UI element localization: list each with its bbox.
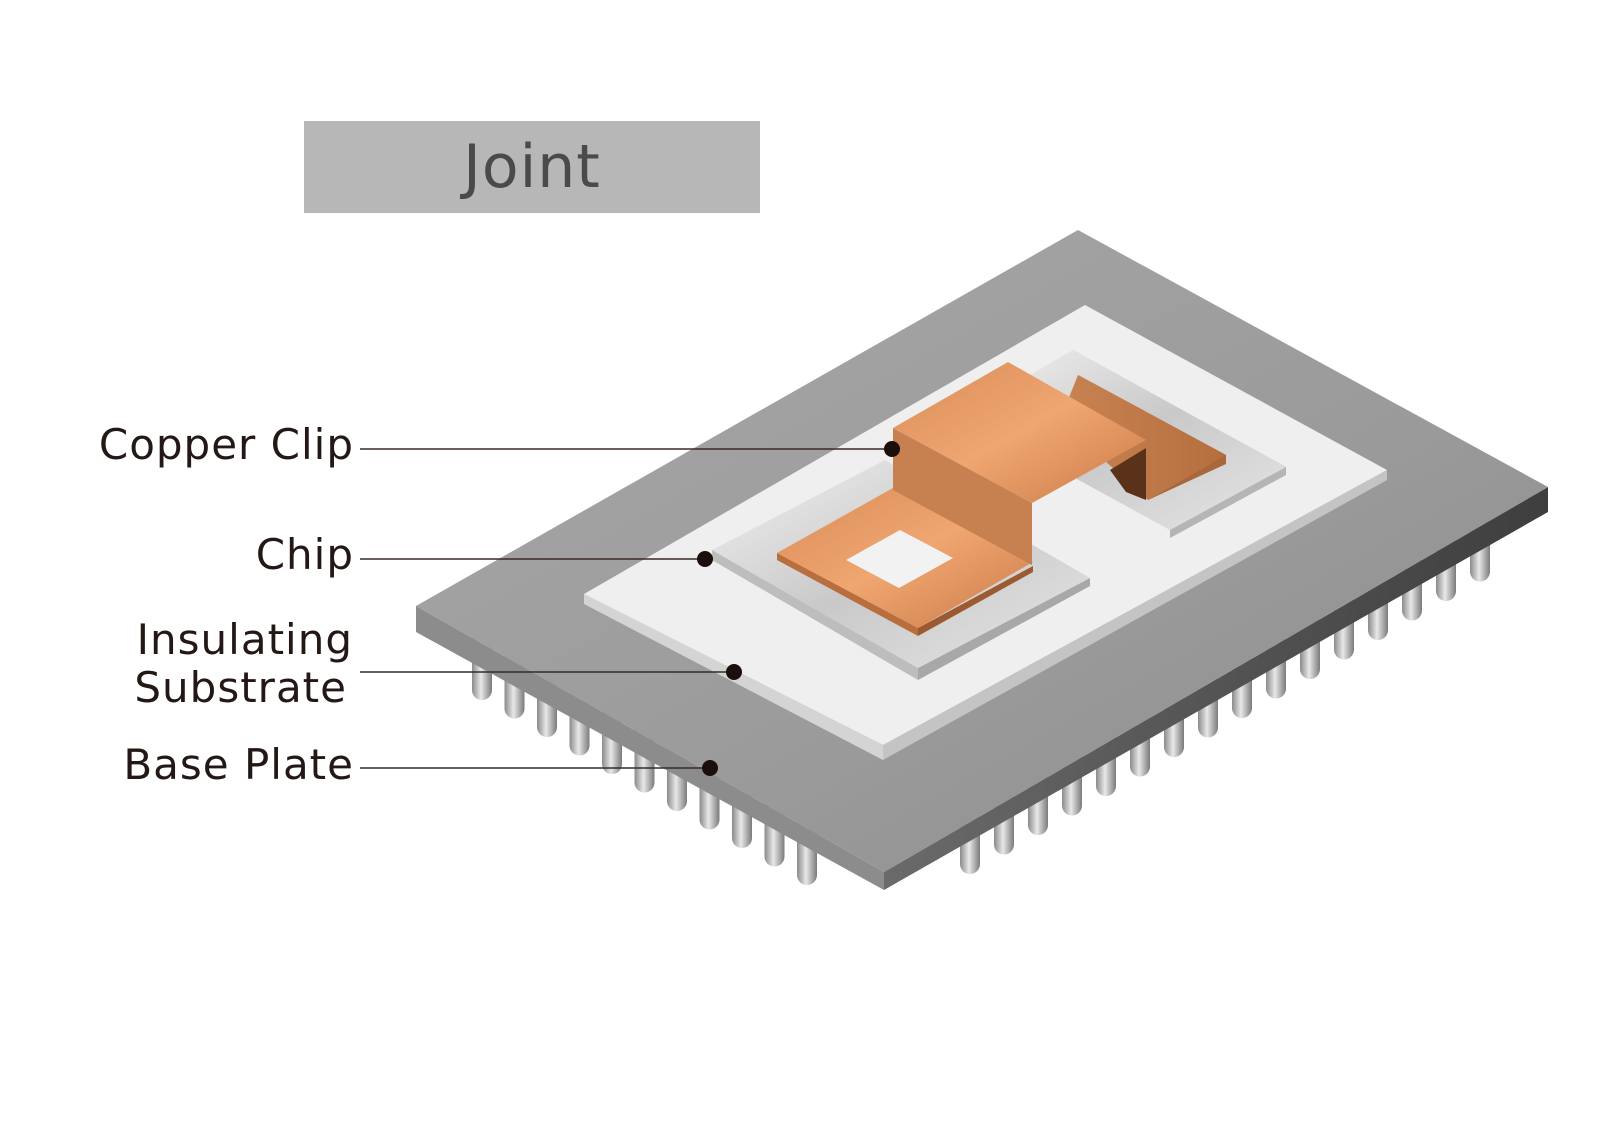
copper-clip [777,362,1226,636]
base-plate-dot [702,760,718,776]
chip-window [846,530,953,588]
title: Joint [463,132,601,202]
copper-clip-dot [884,441,900,457]
leader-lines [360,441,900,776]
label-base-plate: Base Plate [123,740,354,789]
title-box: Joint [304,121,760,213]
substrate-dot [726,664,742,680]
label-insulating: Insulating [136,615,353,664]
label-chip: Chip [255,530,354,579]
chip-dot [697,551,713,567]
label-copper-clip: Copper Clip [98,420,354,469]
label-substrate: Substrate [134,663,347,712]
